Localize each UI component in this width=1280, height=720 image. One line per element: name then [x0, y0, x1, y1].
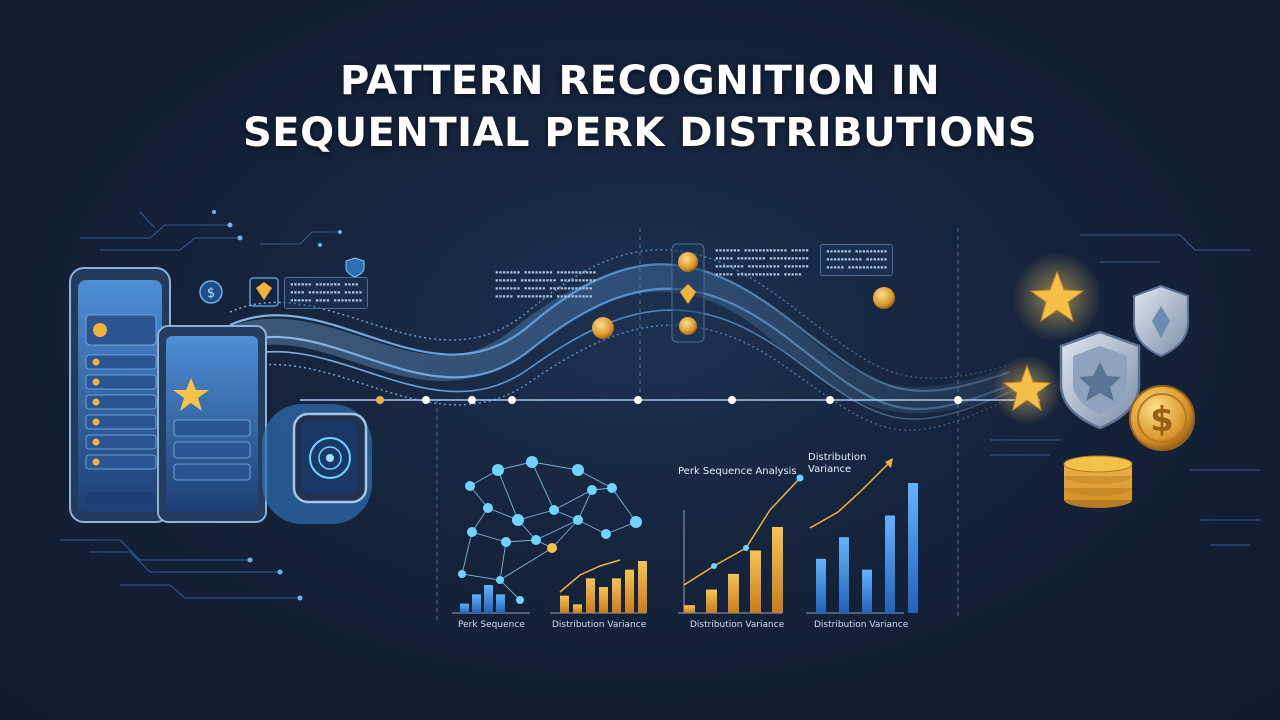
chart-3-bar: [706, 589, 717, 613]
chart-3-bar: [772, 527, 783, 613]
circuit-dots-left: [212, 210, 342, 601]
chart-4-bar: [885, 515, 895, 613]
page-title-line-2: SEQUENTIAL PERK DISTRIBUTIONS: [242, 110, 1038, 156]
code-snippet-4: ▪▪▪▪▪▪▪ ▪▪▪▪▪▪▪▪▪ ▪▪▪▪▪▪▪▪▪▪ ▪▪▪▪▪▪ ▪▪▪▪…: [820, 244, 894, 276]
svg-text:$: $: [1150, 400, 1174, 440]
star-icon: [1002, 364, 1052, 412]
trend-arrow-icon: [885, 458, 893, 468]
chart-4-bar: [862, 569, 872, 613]
chart-3-label: Distribution Variance: [690, 620, 785, 630]
chart-1-bar: [496, 594, 505, 613]
chart-1-label: Perk Sequence: [458, 620, 525, 630]
shield-icon: [1133, 284, 1189, 358]
coin-stack-icon: [1063, 455, 1133, 508]
chart-4-bar: [908, 483, 918, 613]
chart-4-bar: [839, 537, 849, 613]
chart-2-bar: [586, 578, 595, 613]
dashed-dividers: [436, 228, 959, 620]
chart-1-bar: [472, 594, 481, 613]
shield-icon: [1059, 330, 1141, 430]
gem-icon: [671, 243, 705, 343]
chart-2-bar: [599, 587, 608, 613]
circuit-lines-left: [60, 211, 340, 599]
data-wave: [225, 249, 1015, 431]
chart-2-bar: [573, 604, 582, 613]
tablet-icon: [157, 325, 267, 523]
svg-text:$: $: [207, 286, 215, 301]
code-snippet-2: ▪▪▪▪▪▪▪ ▪▪▪▪▪▪▪▪ ▪▪▪▪▪▪▪▪▪▪▪ ▪▪▪▪▪▪ ▪▪▪▪…: [495, 269, 597, 300]
chart-1-bar: [460, 603, 469, 613]
dollar-coin-icon: $: [199, 280, 223, 304]
chart-2-bar: [560, 595, 569, 613]
circuit-lines-right: [990, 234, 1260, 546]
chart-3-bar: [684, 605, 695, 613]
chart-3-bar: [728, 573, 739, 613]
code-snippet-3: ▪▪▪▪▪▪▪ ▪▪▪▪▪▪▪▪▪▪▪▪ ▪▪▪▪▪ ▪▪▪▪▪ ▪▪▪▪▪▪▪…: [715, 247, 809, 278]
chart-2-bar: [638, 561, 647, 613]
chart-2-bar: [612, 578, 621, 613]
phone-icon: [69, 267, 171, 523]
chart-3-title: Perk Sequence Analysis: [678, 466, 797, 477]
watch-icon: [262, 404, 372, 524]
page-title-line-1: PATTERN RECOGNITION IN: [339, 58, 941, 104]
chart-4-bar: [816, 558, 826, 613]
dollar-coin-icon: $: [1129, 385, 1195, 451]
gem-icon: [249, 277, 279, 307]
chart-3-bar: [750, 550, 761, 613]
code-snippet-1: ▪▪▪▪▪▪ ▪▪▪▪▪▪▪ ▪▪▪▪ ▪▪▪▪ ▪▪▪▪▪▪▪▪▪ ▪▪▪▪▪…: [284, 277, 369, 309]
chart-4-label: Distribution Variance: [814, 620, 909, 630]
neural-network-nodes: [458, 456, 642, 604]
chart-1-bar: [484, 585, 493, 613]
chart-4-title: Distribution Variance: [808, 452, 867, 475]
chart-2-bar: [625, 569, 634, 613]
chart-2-label: Distribution Variance: [552, 620, 647, 630]
star-icon: [1029, 270, 1085, 323]
dollar-coin-icon: [592, 287, 895, 339]
timeline: [300, 396, 1040, 404]
shield-icon: [345, 257, 365, 278]
